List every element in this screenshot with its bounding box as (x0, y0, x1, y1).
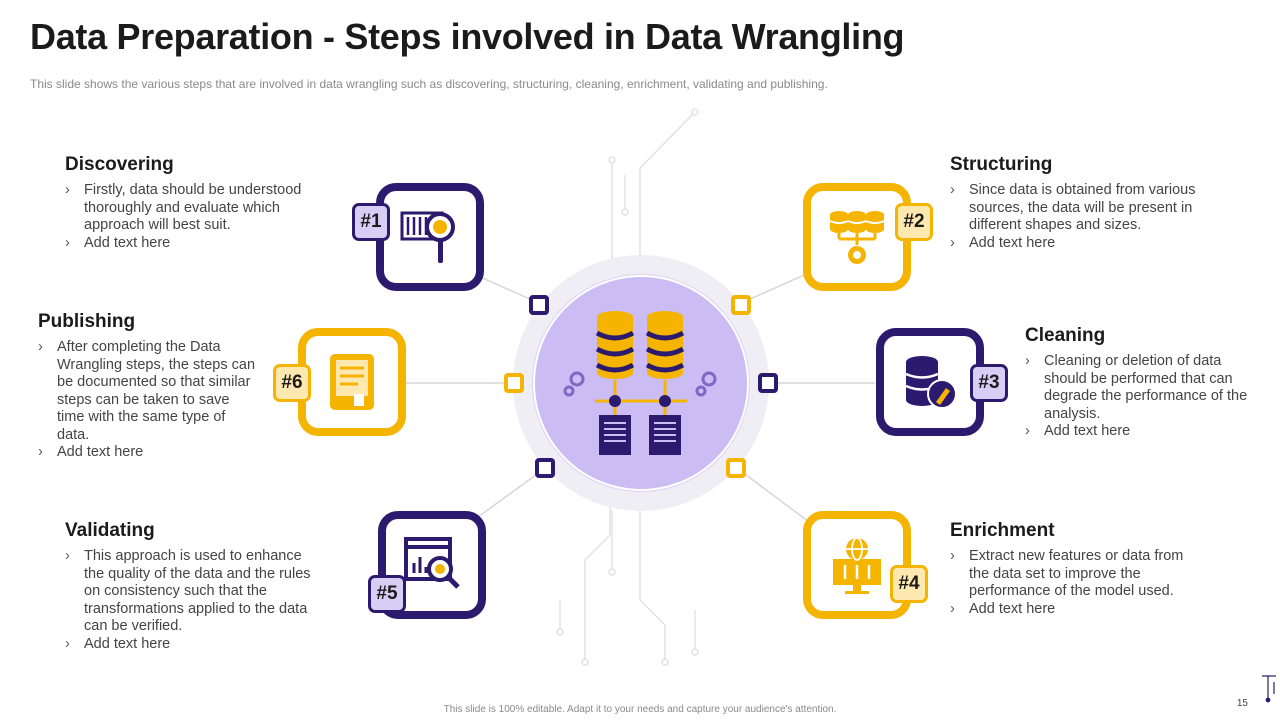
corner-circuit-icon (1262, 675, 1276, 703)
step-cleaning: Cleaning Cleaning or deletion of data sh… (1025, 325, 1250, 441)
connector-node-discovering (529, 295, 549, 315)
step-badge-cleaning: #3 (970, 364, 1008, 402)
step-bullet: Add text here (1025, 423, 1250, 441)
step-bullet: Extract new features or data from the da… (950, 548, 1205, 601)
step-bullet: This approach is used to enhance the qua… (65, 548, 315, 636)
step-badge-validating: #5 (368, 575, 406, 613)
step-bullet: Add text here (38, 444, 258, 462)
connector-node-cleaning (758, 373, 778, 393)
connector-node-publishing (504, 373, 524, 393)
step-enrichment: Enrichment Extract new features or data … (950, 520, 1205, 618)
step-badge-publishing: #6 (273, 364, 311, 402)
connector-node-structuring (731, 295, 751, 315)
tile-discovering (376, 183, 484, 291)
analytics-magnifier-icon (404, 537, 460, 589)
step-heading: Publishing (38, 311, 136, 332)
connector-node-validating (535, 458, 555, 478)
page-subtitle: This slide shows the various steps that … (30, 77, 828, 91)
step-heading: Discovering (65, 154, 174, 175)
step-bullet: Add text here (950, 235, 1210, 253)
step-discovering: Discovering Firstly, data should be unde… (65, 154, 315, 252)
step-heading: Cleaning (1025, 325, 1106, 346)
tile-publishing (298, 328, 406, 436)
step-structuring: Structuring Since data is obtained from … (950, 154, 1210, 252)
tile-validating (378, 511, 486, 619)
database-brush-icon (905, 356, 957, 409)
step-heading: Enrichment (950, 520, 1055, 541)
database-gear-icon (829, 211, 885, 264)
hub-circle (533, 275, 749, 491)
document-tablet-icon (330, 354, 374, 410)
step-bullet: Add text here (65, 235, 315, 253)
step-heading: Validating (65, 520, 155, 541)
database-network-icon (563, 311, 717, 455)
globe-monitor-icon (833, 537, 881, 594)
step-badge-enrichment: #4 (890, 565, 928, 603)
step-bullet: Cleaning or deletion of data should be p… (1025, 353, 1250, 423)
connector-node-enrichment (726, 458, 746, 478)
step-heading: Structuring (950, 154, 1053, 175)
data-search-icon (400, 211, 455, 263)
step-bullet: Since data is obtained from various sour… (950, 182, 1210, 235)
step-bullet: Add text here (65, 636, 315, 654)
tile-cleaning (876, 328, 984, 436)
step-publishing: Publishing After completing the Data Wra… (38, 311, 258, 462)
page-number: 15 (1236, 698, 1248, 709)
step-bullet: After completing the Data Wrangling step… (38, 339, 258, 444)
step-badge-structuring: #2 (895, 203, 933, 241)
step-bullet: Firstly, data should be understood thoro… (65, 182, 315, 235)
step-bullet: Add text here (950, 601, 1205, 619)
footer-note: This slide is 100% editable. Adapt it to… (443, 704, 837, 715)
page-title: Data Preparation - Steps involved in Dat… (30, 16, 905, 57)
step-badge-discovering: #1 (352, 203, 390, 241)
step-validating: Validating This approach is used to enha… (65, 520, 315, 653)
